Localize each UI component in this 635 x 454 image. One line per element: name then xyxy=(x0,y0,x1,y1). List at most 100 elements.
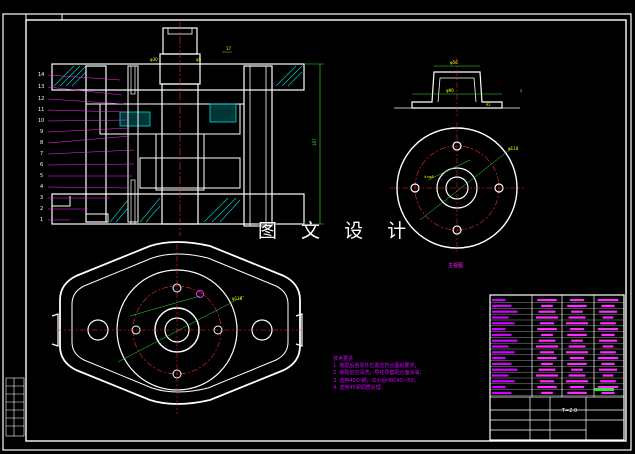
hatch-bottom xyxy=(109,197,241,223)
side-strip xyxy=(5,377,25,437)
title-block-cell xyxy=(567,362,587,365)
title-block-cell xyxy=(492,380,515,383)
title-block-cell xyxy=(602,374,614,377)
title-block-cell xyxy=(539,380,555,383)
title-block-cell xyxy=(600,322,616,325)
title-block-cell xyxy=(538,339,556,342)
outer-frame xyxy=(2,13,632,451)
title-block-cell xyxy=(567,304,587,307)
title-block-cell xyxy=(565,322,589,325)
view-label: 主视图 xyxy=(448,262,463,269)
title-block-cell xyxy=(539,322,555,325)
title-block-cell xyxy=(492,374,509,377)
title-block-cell xyxy=(600,380,616,383)
title-block-cell xyxy=(492,351,515,354)
title-block-cell xyxy=(541,362,553,365)
title-block-cell xyxy=(601,391,615,394)
title-block-cell xyxy=(599,368,617,371)
title-block-accent xyxy=(594,388,614,391)
title-block-cell xyxy=(492,333,512,336)
title-block-cell xyxy=(597,299,619,302)
title-block-cell xyxy=(537,357,557,360)
title-block-cell xyxy=(537,299,557,302)
part-number: 8 xyxy=(40,140,43,146)
part-number: 5 xyxy=(40,173,43,179)
title-tab xyxy=(25,13,63,21)
title-block-cell xyxy=(492,299,506,302)
title-block-cell xyxy=(492,310,518,313)
title-block-cell xyxy=(601,333,615,336)
title-block-cell xyxy=(601,362,615,365)
title-block-cell xyxy=(538,310,556,313)
title-block-cell xyxy=(535,374,559,377)
part-number: 1 xyxy=(40,217,43,223)
title-block-cell xyxy=(535,345,559,348)
part-number: 4 xyxy=(40,184,43,190)
title-block-cell xyxy=(492,339,518,342)
title-block-cell xyxy=(492,391,512,394)
title-block-cell xyxy=(602,345,614,348)
title-block-cell xyxy=(565,351,589,354)
part-top-view: φ118 4×φ8 主视图 xyxy=(390,122,524,269)
notes-item: 1. 装配后各零件位置应符合图纸要求； xyxy=(333,363,420,370)
title-block-cell xyxy=(537,386,557,389)
notes-item: 2. 装配前应清洗，导柱导套配合面涂油； xyxy=(333,370,425,377)
title-block-cell xyxy=(537,328,557,331)
title-block-cell xyxy=(492,345,509,348)
title-block-cell xyxy=(601,304,615,307)
svg-text:φ56: φ56 xyxy=(450,60,458,65)
watermark: 图 文 设 计 xyxy=(258,220,416,242)
section-view: 187 φ30 φ5 17 xyxy=(51,22,324,236)
title-block-cell xyxy=(492,362,512,365)
part-number: 13 xyxy=(38,84,44,90)
title-block-cell xyxy=(602,316,614,319)
title-block-cell xyxy=(565,380,589,383)
svg-text:2: 2 xyxy=(520,89,522,93)
title-block-cell xyxy=(571,310,583,313)
title-block-cell xyxy=(568,316,586,319)
part-numbers: 14 13 12 11 10 9 8 7 6 5 4 3 2 1 xyxy=(38,72,44,223)
part-number: 3 xyxy=(40,195,43,201)
title-block-cell xyxy=(571,339,583,342)
title-block-cell xyxy=(567,333,587,336)
svg-text:φ5: φ5 xyxy=(196,57,202,62)
notes-item: 4. 选用45钢调质处理。 xyxy=(333,384,386,391)
title-block-cell xyxy=(539,351,555,354)
title-block-cell xyxy=(492,304,512,307)
part-side-view: φ56 φ90 R2 2 xyxy=(394,58,522,118)
hatch-top-left xyxy=(53,65,303,87)
title-block-cell xyxy=(600,351,616,354)
title-block-cell xyxy=(571,368,583,371)
svg-text:φ90: φ90 xyxy=(446,88,454,93)
title-block-cell xyxy=(569,357,585,360)
title-block-cell xyxy=(569,299,585,302)
part-number: 14 xyxy=(38,72,44,78)
title-block-cell xyxy=(597,328,619,331)
title-block-cell xyxy=(599,339,617,342)
title-block-cell xyxy=(492,386,506,389)
title-block-rows xyxy=(490,299,624,396)
title-block-cell xyxy=(492,322,515,325)
title-block-cell xyxy=(568,374,586,377)
svg-text:φ118: φ118 xyxy=(232,296,243,301)
part-number: 6 xyxy=(40,162,43,168)
part-number: 9 xyxy=(40,129,43,135)
notes-item: 3. 选用40Cr钢，淬火后HRC45~50； xyxy=(333,377,419,384)
svg-text:4×φ8: 4×φ8 xyxy=(424,175,434,179)
title-block-cell xyxy=(567,391,587,394)
part-number: 12 xyxy=(38,96,44,102)
title-block-cell xyxy=(492,316,509,319)
part-leaders xyxy=(47,74,135,221)
title-block-cell xyxy=(597,357,619,360)
title-block-code: T=2.0 xyxy=(561,408,577,414)
title-block-cell xyxy=(492,328,506,331)
part-number: 10 xyxy=(38,118,44,124)
svg-text:R2: R2 xyxy=(486,103,491,107)
title-block-cell xyxy=(568,345,586,348)
plan-view: φ118 xyxy=(51,241,304,414)
title-block-cell xyxy=(541,304,553,307)
inner-frame xyxy=(25,19,627,442)
title-block-cell xyxy=(492,357,506,360)
svg-text:187: 187 xyxy=(312,138,317,146)
